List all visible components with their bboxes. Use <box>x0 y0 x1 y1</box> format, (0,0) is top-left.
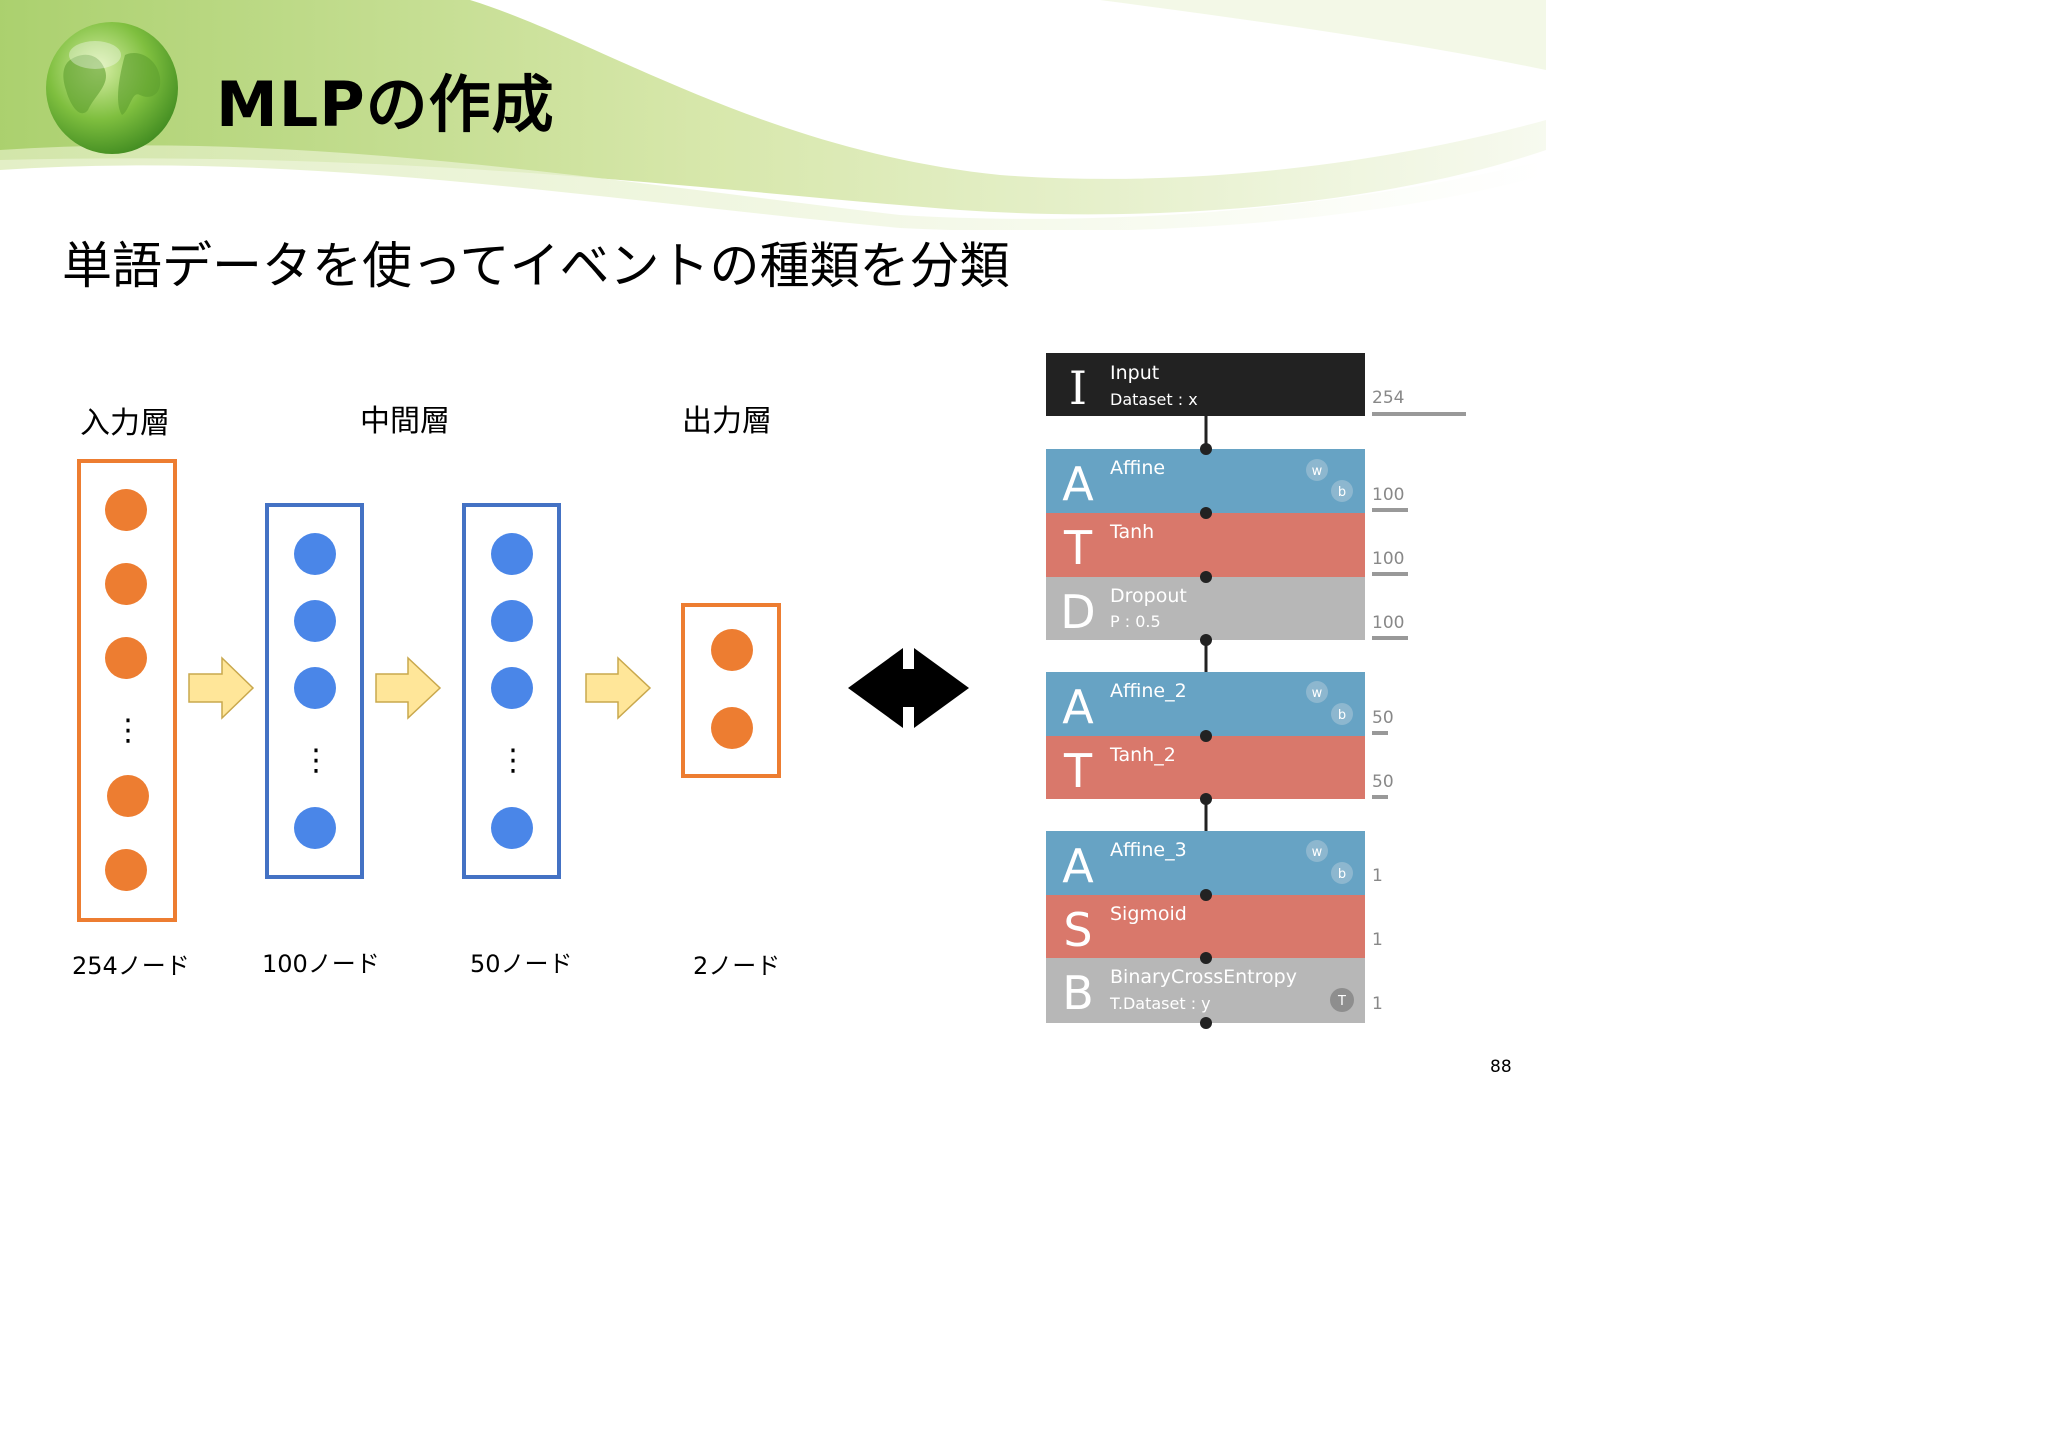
layer-block-tanh-2: T Tanh_2 50 <box>1046 736 1394 799</box>
svg-text:T: T <box>1337 994 1346 1009</box>
hidden2-node <box>491 533 533 575</box>
input-node <box>105 637 147 679</box>
layer-label-hidden: 中間層 <box>360 404 450 439</box>
slide: MLPの作成 単語データを使ってイベントの種類を分類 入力層 中間層 出力層 2… <box>0 0 1546 1077</box>
right-arrow-icon <box>585 656 652 720</box>
hidden1-node <box>294 807 336 849</box>
output-size: 50 <box>1372 708 1394 728</box>
output-node <box>711 707 753 749</box>
layer-block-binary-cross-entropy: B BinaryCrossEntropy T.Dataset : y T 1 <box>1046 958 1383 1023</box>
block-name: Affine_3 <box>1110 839 1187 861</box>
output-size: 100 <box>1372 613 1404 633</box>
hidden2-ellipsis: ⋮ <box>498 743 528 778</box>
block-name: Dropout <box>1110 585 1187 607</box>
page-number: 88 <box>1490 1057 1512 1077</box>
bias-badge-icon <box>1331 480 1353 502</box>
hidden1-node <box>294 667 336 709</box>
output-size: 1 <box>1372 930 1383 950</box>
weight-badge-icon <box>1306 840 1328 862</box>
layer-block-affine: A Affine w b 100 <box>1046 449 1408 513</box>
block-name: Input <box>1110 362 1159 384</box>
output-size: 1 <box>1372 994 1383 1014</box>
network-graph: I Input Dataset : x 254 A Affine w b 100… <box>1046 353 1466 1029</box>
output-size: 50 <box>1372 772 1394 792</box>
input-node <box>105 563 147 605</box>
layer-block-input: I Input Dataset : x 254 <box>1046 353 1466 416</box>
block-name: Sigmoid <box>1110 903 1187 925</box>
layer-label-input: 入力層 <box>80 406 170 441</box>
hidden1-ellipsis: ⋮ <box>301 743 331 778</box>
bias-badge-icon <box>1331 703 1353 725</box>
input-layer-box <box>77 459 177 922</box>
hidden-layer-1-box <box>265 503 364 879</box>
block-name: Affine <box>1110 457 1165 479</box>
block-name: BinaryCrossEntropy <box>1110 966 1297 988</box>
layer-block-dropout: D Dropout P : 0.5 100 <box>1046 577 1408 640</box>
input-ellipsis: ⋮ <box>113 713 143 748</box>
hidden2-node <box>491 807 533 849</box>
node-count-hidden1: 100ノード <box>262 950 380 978</box>
block-param: T.Dataset : y <box>1109 994 1211 1013</box>
slide-title: MLPの作成 <box>216 68 555 141</box>
target-badge-icon <box>1330 988 1354 1012</box>
svg-text:w: w <box>1312 686 1323 701</box>
globe-icon <box>46 22 178 154</box>
block-letter: T <box>1063 521 1093 575</box>
hidden1-node <box>294 533 336 575</box>
layer-block-sigmoid: S Sigmoid 1 <box>1046 895 1383 958</box>
output-size: 1 <box>1372 866 1383 886</box>
layer-block-affine-2: A Affine_2 w b 50 <box>1046 672 1394 736</box>
output-size: 100 <box>1372 485 1404 505</box>
input-node <box>107 775 149 817</box>
right-arrow-icon <box>375 656 442 720</box>
hidden2-node <box>491 667 533 709</box>
slide-subtitle: 単語データを使ってイベントの種類を分類 <box>62 237 1010 295</box>
block-param: P : 0.5 <box>1110 612 1161 631</box>
hidden-layer-2-box <box>462 503 561 879</box>
block-letter: S <box>1063 903 1092 957</box>
weight-badge-icon <box>1306 681 1328 703</box>
input-node <box>105 489 147 531</box>
right-arrow-icon <box>188 656 255 720</box>
block-name: Affine_2 <box>1110 680 1187 702</box>
connector-dots <box>1200 443 1212 1029</box>
output-size: 100 <box>1372 549 1404 569</box>
output-layer-box <box>681 603 781 778</box>
svg-text:w: w <box>1312 464 1323 479</box>
weight-badge-icon <box>1306 459 1328 481</box>
block-name: Tanh <box>1109 521 1154 543</box>
block-letter: A <box>1062 680 1094 734</box>
block-param: Dataset : x <box>1110 390 1198 409</box>
node-count-output: 2ノード <box>693 952 781 980</box>
block-letter: I <box>1069 361 1087 415</box>
block-letter: A <box>1062 839 1094 893</box>
output-size: 254 <box>1372 388 1404 408</box>
mlp-diagram: ⋮ ⋮ ⋮ <box>77 459 969 922</box>
layer-block-tanh: T Tanh 100 <box>1046 513 1408 577</box>
layer-label-output: 出力層 <box>682 404 772 439</box>
svg-text:w: w <box>1312 845 1323 860</box>
node-count-hidden2: 50ノード <box>470 950 573 978</box>
input-node <box>105 849 147 891</box>
svg-text:b: b <box>1338 708 1346 723</box>
block-name: Tanh_2 <box>1109 744 1176 766</box>
header-wave-graphic <box>0 0 1546 230</box>
svg-text:b: b <box>1338 485 1346 500</box>
hidden1-node <box>294 600 336 642</box>
svg-text:b: b <box>1338 867 1346 882</box>
block-letter: B <box>1062 966 1094 1020</box>
block-letter: T <box>1063 744 1093 798</box>
output-node <box>711 629 753 671</box>
layer-block-affine-3: A Affine_3 w b 1 <box>1046 831 1383 895</box>
hidden2-node <box>491 600 533 642</box>
block-letter: A <box>1062 457 1094 511</box>
node-count-input: 254ノード <box>72 952 190 980</box>
double-arrow-icon <box>848 648 969 728</box>
bias-badge-icon <box>1331 862 1353 884</box>
block-letter: D <box>1060 585 1095 639</box>
